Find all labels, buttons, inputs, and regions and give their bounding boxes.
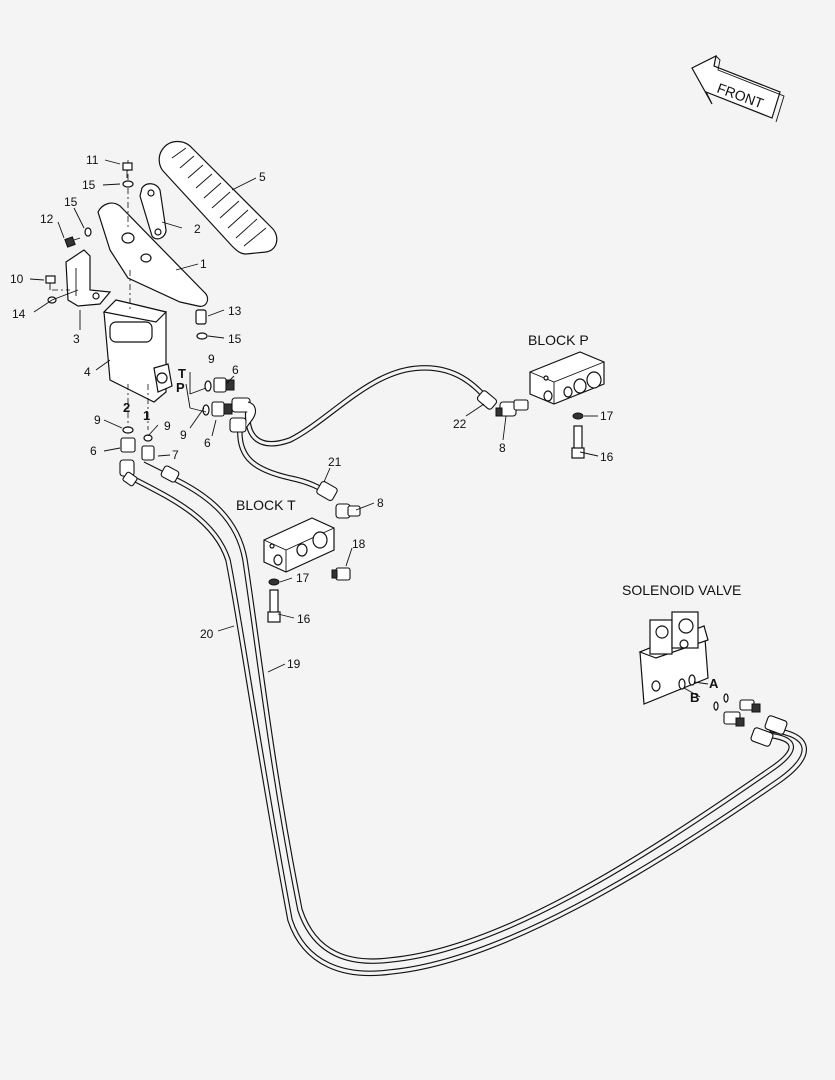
port-t-label: T (178, 366, 186, 381)
port-p-label: P (176, 380, 185, 395)
port-2-label: 2 (123, 400, 130, 415)
callout-14: 14 (12, 307, 26, 321)
callout-9-t: 9 (208, 352, 215, 366)
callout-20: 20 (200, 627, 214, 641)
callout-8-t: 8 (377, 496, 384, 510)
callout-16-p: 16 (600, 450, 614, 464)
bolt-13 (195, 309, 207, 325)
callout-6-p: 6 (204, 436, 211, 450)
plug-18 (331, 567, 351, 581)
hose-end-19 (160, 465, 180, 483)
solenoid-fittings (713, 693, 788, 747)
fitting-6-port2 (119, 426, 136, 477)
fitting-6-t (204, 377, 235, 393)
callout-12: 12 (40, 212, 54, 226)
callout-3: 3 (73, 332, 80, 346)
bolt-11 (122, 162, 133, 178)
callout-5: 5 (259, 170, 266, 184)
hose-end-21 (316, 480, 338, 502)
pedal-plate (97, 202, 209, 307)
callout-19: 19 (287, 657, 301, 671)
elbow-fittings (229, 397, 257, 433)
bolt-12 (64, 236, 81, 248)
hinge-bracket (65, 249, 112, 307)
callout-17-p: 17 (600, 409, 614, 423)
tee-fitting-8-p (495, 399, 529, 417)
callout-17-t: 17 (296, 571, 310, 585)
callout-15-right: 15 (228, 332, 242, 346)
callout-11: 11 (86, 153, 99, 167)
leader-lines (29, 159, 709, 698)
callout-1: 1 (200, 257, 207, 271)
hose-19 (165, 473, 794, 964)
hose-end-20 (122, 471, 138, 487)
bolt-10 (45, 275, 56, 290)
solenoid-valve-label: SOLENOID VALVE (622, 582, 741, 598)
washer-15-top (122, 180, 134, 188)
solenoid-valve (638, 611, 709, 705)
block-p (529, 351, 605, 405)
pedal-bracket (139, 183, 167, 240)
pedal-pad (158, 140, 278, 255)
callout-9-p: 9 (180, 428, 187, 442)
fitting-6-p (202, 401, 233, 417)
tee-fitting-8-t (335, 503, 361, 519)
callout-4: 4 (84, 365, 91, 379)
washer-15-right (196, 332, 208, 340)
block-p-label: BLOCK P (528, 332, 589, 348)
callout-7: 7 (172, 448, 179, 462)
bolt-16-t (267, 589, 281, 623)
hose-22 (244, 365, 491, 447)
callout-8-p: 8 (499, 441, 506, 455)
pilot-valve-body (102, 299, 173, 403)
callout-6-t: 6 (232, 363, 239, 377)
bolt-16-p (571, 425, 585, 459)
callout-16-t: 16 (297, 612, 311, 626)
callout-15-top: 15 (82, 178, 96, 192)
pedal-ribs (171, 147, 267, 247)
hose-20 (129, 475, 807, 977)
callout-6-port2: 6 (90, 444, 97, 458)
block-t-label: BLOCK T (236, 497, 296, 513)
callout-13: 13 (228, 304, 242, 318)
washer-17-p (572, 412, 584, 420)
port-1-label: 1 (143, 408, 150, 423)
callout-18: 18 (352, 537, 366, 551)
port-b-label: B (690, 690, 699, 705)
port-a-label: A (709, 676, 719, 691)
callout-22: 22 (453, 417, 467, 431)
washer-17-t (268, 578, 280, 586)
callout-9-port1: 9 (164, 419, 171, 433)
callout-10: 10 (10, 272, 24, 286)
block-t (263, 517, 335, 573)
callout-21: 21 (328, 455, 342, 469)
callout-15-left: 15 (64, 195, 78, 209)
washer-15-left (84, 227, 92, 237)
callout-9-port2: 9 (94, 413, 101, 427)
callout-2: 2 (194, 222, 201, 236)
front-arrow: FRONT (691, 54, 785, 123)
